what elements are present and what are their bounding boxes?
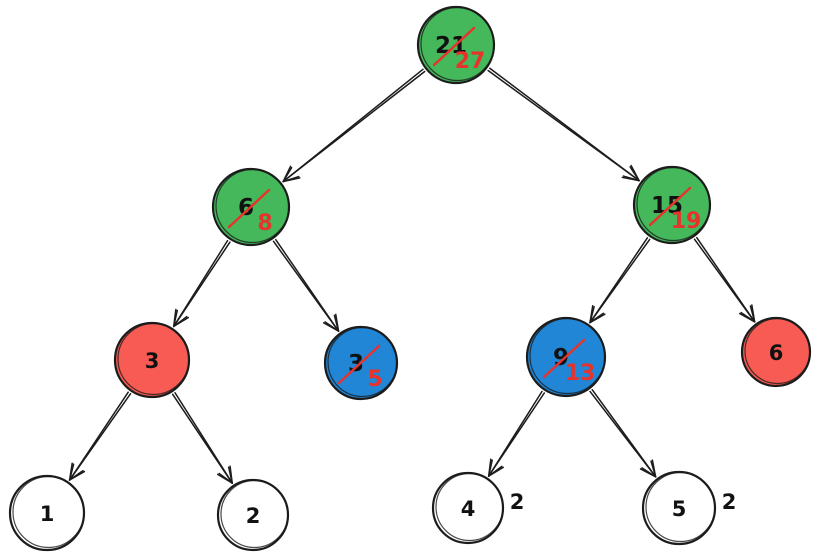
strikethrough-line bbox=[542, 338, 586, 379]
strikethrough-line bbox=[227, 188, 271, 229]
node-value: 1 bbox=[40, 502, 55, 526]
arrowhead-stroke bbox=[68, 469, 84, 481]
tree-node-right-left: 913 bbox=[525, 316, 607, 398]
node-original-value: 21 bbox=[435, 33, 467, 59]
tree-node-left-right: 35 bbox=[323, 325, 399, 401]
arrowhead-stroke bbox=[622, 175, 640, 182]
tree-node-leaf-1: 1 bbox=[8, 474, 86, 552]
arrowhead-stroke bbox=[589, 312, 605, 324]
tree-edge-right-left-leaf-4 bbox=[487, 390, 546, 477]
node-original-value: 15 bbox=[651, 193, 683, 219]
leaf-annotation: 2 bbox=[722, 490, 737, 514]
arrowhead-stroke bbox=[641, 467, 657, 478]
node-value: 4 bbox=[461, 497, 476, 521]
node-updated-value: 19 bbox=[671, 209, 702, 234]
node-sketch-outline bbox=[327, 326, 398, 398]
arrowhead-stroke bbox=[227, 466, 234, 484]
tree-edge-left-left-leaf-2 bbox=[171, 391, 234, 484]
tree-edge-root-left bbox=[282, 68, 426, 183]
tree-edge-right-right-left bbox=[589, 237, 651, 324]
node-sketch-outline bbox=[435, 472, 504, 542]
tree-node-leaf-2: 2 bbox=[216, 478, 290, 552]
arrowhead-stroke bbox=[740, 311, 756, 323]
tree-edge-left-left-left bbox=[172, 239, 231, 328]
arrowhead-stroke bbox=[333, 314, 340, 332]
arrowhead-stroke bbox=[629, 166, 640, 182]
node-updated-value: 5 bbox=[367, 367, 382, 392]
tree-node-left-left: 3 bbox=[113, 321, 191, 399]
arrowhead-stroke bbox=[487, 459, 493, 477]
arrowhead-stroke bbox=[324, 321, 340, 332]
node-updated-value: 27 bbox=[455, 49, 486, 74]
node-updated-value: 13 bbox=[565, 361, 596, 386]
strikethrough-line bbox=[432, 26, 476, 67]
node-sketch-outline bbox=[744, 317, 811, 385]
node-sketch-outline bbox=[117, 322, 190, 396]
arrowhead-stroke bbox=[218, 472, 234, 484]
arrowhead-stroke bbox=[487, 465, 503, 477]
tree-edge-right-right-right bbox=[693, 236, 756, 323]
tree-node-right-right: 6 bbox=[740, 316, 812, 388]
tree-edge-right-left-leaf-5 bbox=[589, 389, 657, 478]
node-sketch-outline bbox=[645, 471, 716, 543]
arrowhead-stroke bbox=[172, 309, 179, 328]
tree-edge-root-right bbox=[487, 67, 640, 182]
arrowhead-stroke bbox=[172, 315, 188, 328]
strikethrough-line bbox=[337, 344, 381, 385]
node-value: 3 bbox=[145, 349, 160, 373]
node-value: 5 bbox=[672, 497, 687, 521]
node-sketch-outline bbox=[215, 168, 290, 244]
arrowhead-stroke bbox=[749, 305, 756, 323]
strikethrough-line bbox=[648, 186, 692, 227]
arrowhead-stroke bbox=[650, 460, 657, 478]
tree-edge-left-left-right bbox=[272, 238, 340, 332]
arrowhead-stroke bbox=[589, 305, 595, 324]
arrowhead-stroke bbox=[68, 463, 75, 481]
node-sketch-outline bbox=[636, 166, 711, 242]
tree-edge-left-left-leaf-1 bbox=[68, 391, 132, 481]
arrowhead-stroke bbox=[282, 166, 293, 183]
node-sketch-outline bbox=[529, 317, 606, 395]
node-value: 2 bbox=[246, 504, 261, 528]
leaf-annotation: 2 bbox=[510, 490, 525, 514]
node-sketch-outline bbox=[420, 6, 495, 82]
tree-node-left: 68 bbox=[211, 167, 291, 247]
node-sketch-outline bbox=[12, 475, 85, 549]
arrowhead-stroke bbox=[282, 175, 300, 183]
node-updated-value: 8 bbox=[257, 211, 272, 236]
node-sketch-outline bbox=[220, 479, 289, 549]
node-value: 6 bbox=[769, 341, 784, 365]
